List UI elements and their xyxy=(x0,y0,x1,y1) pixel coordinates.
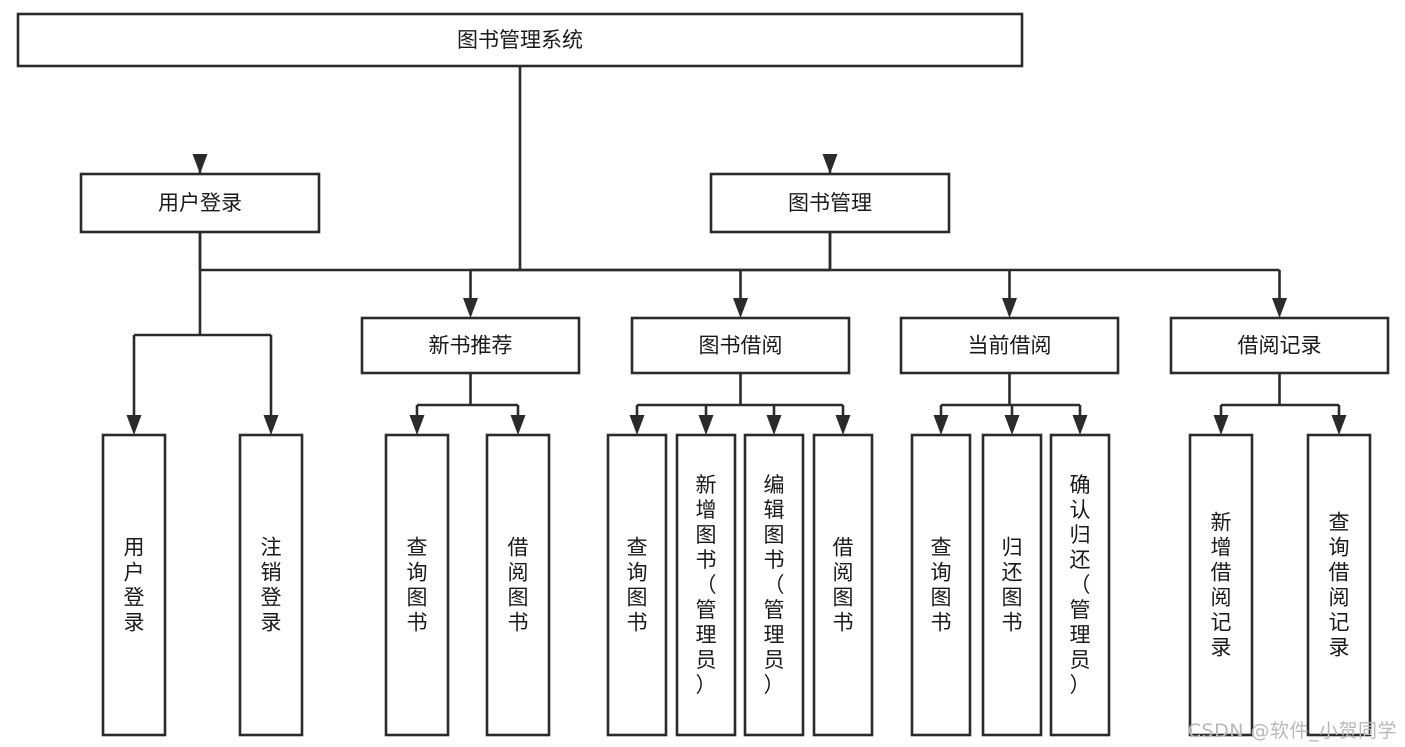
node-leaf-user-login[interactable]: 用户登录 xyxy=(101,433,167,737)
arrow-down-icon xyxy=(192,154,208,174)
node-box-book-management[interactable] xyxy=(709,172,951,234)
node-box-leaf-query-book-1[interactable] xyxy=(384,433,450,737)
node-label-leaf-user-login: 用户登录 xyxy=(124,536,145,635)
node-label-leaf-logout-login: 注销登录 xyxy=(261,536,282,635)
arrow-down-icon xyxy=(698,415,714,435)
node-box-leaf-add-record[interactable] xyxy=(1188,433,1254,737)
node-label-book-management: 图书管理 xyxy=(788,191,872,215)
arrow-down-icon xyxy=(1331,415,1347,435)
node-box-leaf-edit-book[interactable] xyxy=(743,433,805,737)
node-box-leaf-return-book[interactable] xyxy=(981,433,1043,737)
node-box-leaf-logout-login[interactable] xyxy=(238,433,304,737)
arrow-down-icon xyxy=(126,415,142,435)
node-leaf-query-record[interactable]: 查询借阅记录 xyxy=(1306,433,1372,737)
node-leaf-borrow-book-1[interactable]: 借阅图书 xyxy=(485,433,551,737)
node-leaf-confirm-return[interactable]: 确认归还（管理员） xyxy=(1049,433,1111,737)
node-leaf-add-record[interactable]: 新增借阅记录 xyxy=(1188,433,1254,737)
node-current-borrow[interactable]: 当前借阅 xyxy=(899,316,1120,375)
arrow-down-icon xyxy=(510,415,526,435)
node-leaf-query-book-1[interactable]: 查询图书 xyxy=(384,433,450,737)
node-label-leaf-return-book: 归还图书 xyxy=(1002,536,1023,635)
node-label-leaf-borrow-book-2: 借阅图书 xyxy=(833,536,854,635)
node-box-user-login[interactable] xyxy=(79,172,321,234)
arrow-down-icon xyxy=(629,415,645,435)
arrow-down-icon xyxy=(822,154,838,174)
node-leaf-query-book-3[interactable]: 查询图书 xyxy=(910,433,972,737)
node-leaf-query-book-2[interactable]: 查询图书 xyxy=(606,433,668,737)
arrow-down-icon xyxy=(1072,415,1088,435)
arrow-down-icon xyxy=(409,415,425,435)
node-leaf-edit-book[interactable]: 编辑图书（管理员） xyxy=(743,433,805,737)
node-label-leaf-add-record: 新增借阅记录 xyxy=(1211,511,1232,660)
arrow-down-icon xyxy=(1213,415,1229,435)
connectors-layer xyxy=(126,66,1347,435)
node-label-leaf-query-record: 查询借阅记录 xyxy=(1329,511,1350,660)
node-label-leaf-confirm-return: 确认归还（管理员） xyxy=(1070,473,1091,697)
node-user-login[interactable]: 用户登录 xyxy=(79,172,321,234)
node-box-new-book-recommend[interactable] xyxy=(360,316,581,375)
node-box-leaf-query-record[interactable] xyxy=(1306,433,1372,737)
arrow-down-icon xyxy=(766,415,782,435)
csdn-watermark: CSDN @软件_小贺同学 xyxy=(1187,720,1397,742)
node-leaf-return-book[interactable]: 归还图书 xyxy=(981,433,1043,737)
arrow-down-icon xyxy=(933,415,949,435)
node-borrow-record[interactable]: 借阅记录 xyxy=(1169,316,1390,375)
node-label-leaf-add-book: 新增图书（管理员） xyxy=(696,473,717,697)
node-label-borrow-record: 借阅记录 xyxy=(1238,334,1322,358)
arrow-down-icon xyxy=(835,415,851,435)
node-leaf-add-book[interactable]: 新增图书（管理员） xyxy=(675,433,737,737)
arrow-down-icon xyxy=(463,298,478,318)
node-label-book-borrow: 图书借阅 xyxy=(699,334,783,358)
node-label-leaf-query-book-3: 查询图书 xyxy=(931,536,952,635)
node-label-leaf-borrow-book-1: 借阅图书 xyxy=(508,536,529,635)
node-box-leaf-borrow-book-1[interactable] xyxy=(485,433,551,737)
arrow-down-icon xyxy=(1272,298,1287,318)
node-book-borrow[interactable]: 图书借阅 xyxy=(630,316,851,375)
node-label-leaf-query-book-1: 查询图书 xyxy=(407,536,428,635)
node-box-current-borrow[interactable] xyxy=(899,316,1120,375)
node-label-leaf-query-book-2: 查询图书 xyxy=(627,536,648,635)
node-root[interactable]: 图书管理系统 xyxy=(16,12,1024,68)
node-box-leaf-query-book-3[interactable] xyxy=(910,433,972,737)
node-label-new-book-recommend: 新书推荐 xyxy=(429,334,513,358)
node-book-management[interactable]: 图书管理 xyxy=(709,172,951,234)
node-box-book-borrow[interactable] xyxy=(630,316,851,375)
arrow-down-icon xyxy=(263,415,279,435)
node-box-leaf-query-book-2[interactable] xyxy=(606,433,668,737)
node-leaf-borrow-book-2[interactable]: 借阅图书 xyxy=(812,433,874,737)
node-box-leaf-add-book[interactable] xyxy=(675,433,737,737)
arrow-down-icon xyxy=(733,298,748,318)
node-label-root: 图书管理系统 xyxy=(457,28,583,52)
node-leaf-logout-login[interactable]: 注销登录 xyxy=(238,433,304,737)
arrow-down-icon xyxy=(1004,415,1020,435)
node-box-leaf-borrow-book-2[interactable] xyxy=(812,433,874,737)
node-new-book-recommend[interactable]: 新书推荐 xyxy=(360,316,581,375)
node-box-root[interactable] xyxy=(16,12,1024,68)
node-label-current-borrow: 当前借阅 xyxy=(968,334,1052,358)
node-box-leaf-user-login[interactable] xyxy=(101,433,167,737)
node-box-borrow-record[interactable] xyxy=(1169,316,1390,375)
node-box-leaf-confirm-return[interactable] xyxy=(1049,433,1111,737)
nodes-layer: 图书管理系统用户登录图书管理新书推荐图书借阅当前借阅借阅记录用户登录注销登录查询… xyxy=(16,12,1390,737)
arrow-down-icon xyxy=(1002,298,1017,318)
node-label-user-login: 用户登录 xyxy=(158,191,242,215)
node-label-leaf-edit-book: 编辑图书（管理员） xyxy=(764,473,785,697)
